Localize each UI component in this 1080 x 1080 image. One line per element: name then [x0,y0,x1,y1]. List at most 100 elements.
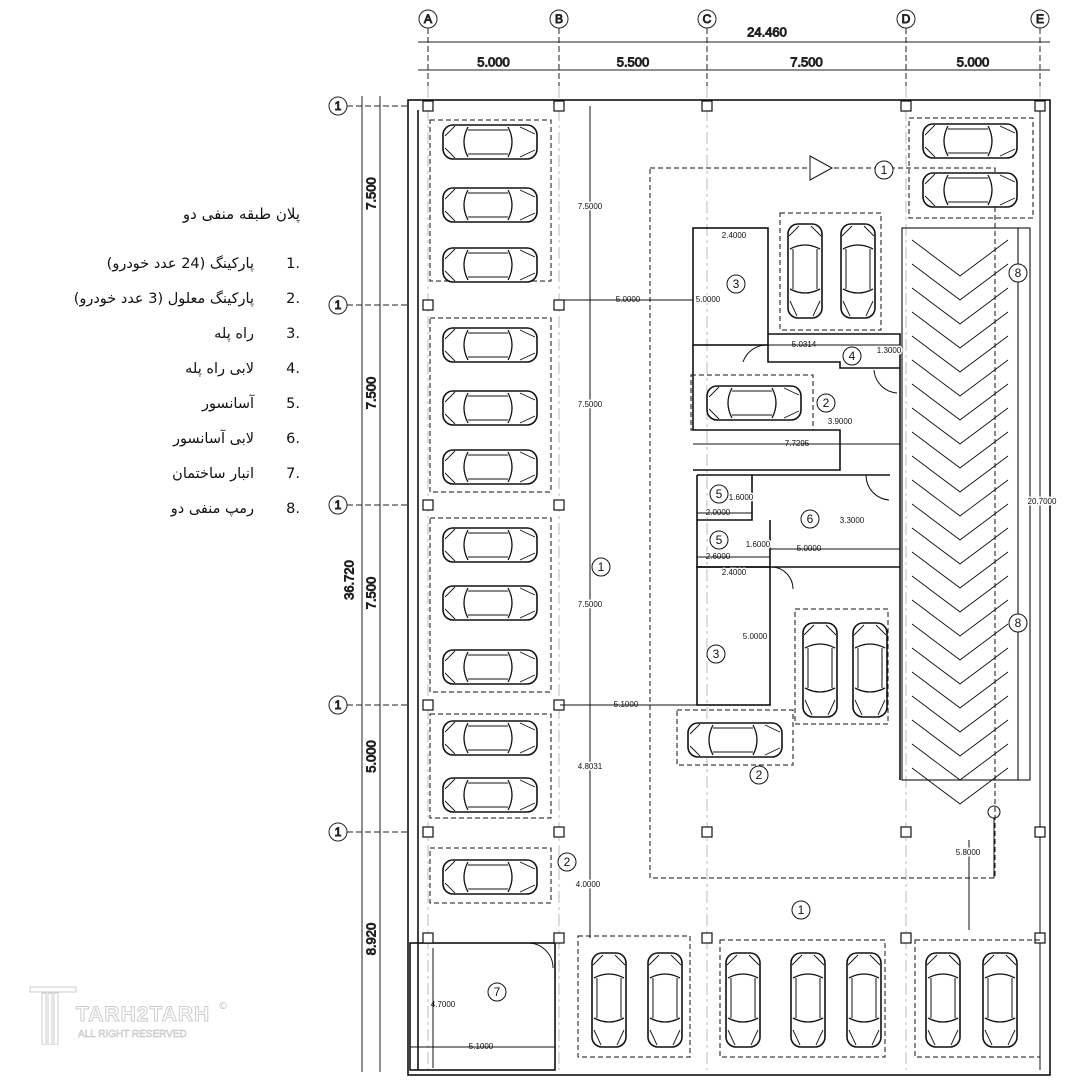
ramp-chevron [911,407,1009,445]
room-tag: 2 [816,393,836,413]
dimension-label: 1.6000 [746,540,771,549]
grid-column-label: D [902,12,911,26]
ramp-chevron [911,311,1009,349]
car-body [591,952,627,1048]
dimension-label: 1.6000 [729,493,754,502]
car-detail [444,450,536,484]
car-body [442,449,538,485]
door [527,942,554,969]
structural-column [900,100,912,112]
structural-column [553,826,565,838]
legend-num: 2. [286,291,300,307]
car-body [982,952,1018,1048]
car-icon [852,622,888,718]
legend-num: 7. [286,466,300,482]
car-detail [853,624,887,716]
car-icon [687,722,783,758]
room-tag-circle [591,557,611,577]
car-detail [444,248,536,282]
column-spacing-label: 5.000 [477,54,510,69]
door [873,369,898,394]
car-detail [708,386,800,420]
grid-row-label: 1 [335,298,342,312]
column-spacing-label: 5.000 [957,54,990,69]
room-tag: 1 [591,557,611,577]
ramp-chevron [911,695,1009,733]
car-window [804,643,836,693]
row-spacing-label: 8.920 [363,923,378,956]
door [772,566,794,590]
legend-item: 3.راه پله [74,317,300,352]
wall [767,345,900,369]
room-tag: 1 [791,900,811,920]
legend-text: راه پله [214,326,254,342]
car-icon [442,649,538,685]
car-window [463,189,513,221]
car-body [852,622,888,718]
car-window [727,973,759,1023]
car-icon [442,720,538,756]
car-detail [444,860,536,894]
drain-icon [987,805,1001,819]
room-tag-circle [874,160,894,180]
room-tag-circle [1008,263,1028,283]
parking-zone [914,939,1041,1058]
door [865,474,890,501]
car-icon [802,622,838,718]
structural-column [422,499,434,511]
structural-column [553,299,565,311]
dimension-label: 7.5000 [578,600,603,609]
structural-column [1034,100,1046,112]
parking-zone [429,713,552,819]
storage-room [409,942,556,1071]
car-icon [840,223,876,319]
legend-title: پلان طبقه منفی دو [182,205,300,223]
row-spacing-label: 5.000 [363,740,378,773]
legend-text: رمپ منفی دو [170,501,254,517]
legend-text: پارکینگ معلول (3 عدد خودرو) [73,291,254,307]
room-tag-number: 1 [798,903,805,917]
room-tag: 3 [706,644,726,664]
ramp-chevron [911,239,1009,277]
grid-row-label: 1 [335,698,342,712]
car-body [442,859,538,895]
dimension-label: 5.0000 [743,632,768,641]
car-window [927,973,959,1023]
room-tag: 3 [726,274,746,294]
ramp-chevron [911,359,1009,397]
ramp-chevron [911,671,1009,709]
car-icon [846,952,882,1048]
car-icon [442,585,538,621]
ramp-chevron [911,743,1009,781]
car-detail [648,954,682,1046]
dimension-label: 20.7000 [1028,497,1057,506]
car-window [463,126,513,158]
car-window [463,722,513,754]
ramp-chevron [911,287,1009,325]
car-detail [444,778,536,812]
ramp-chevron [911,431,1009,469]
room-tag-circle [557,852,577,872]
ramp-chevron [911,527,1009,565]
car-detail [444,650,536,684]
room-tag-number: 5 [716,533,723,547]
room-tag-number: 8 [1015,616,1022,630]
room-tag-number: 6 [807,512,814,526]
car-body [442,777,538,813]
legend-text: آسانسور [201,396,254,412]
ramp-chevron [911,767,1009,805]
structural-column [422,932,434,944]
room-tag-circle [487,982,507,1002]
legend-num: 5. [286,396,300,412]
overall-width-label: 24.460 [747,24,787,39]
overall-depth-label: 36.720 [341,560,356,600]
dimension-label: 5.0000 [696,295,721,304]
car-window [463,249,513,281]
car-body [442,124,538,160]
car-icon [725,952,761,1048]
car-window [463,779,513,811]
cars [442,123,1018,1048]
room-tag-number: 8 [1015,266,1022,280]
car-body [840,223,876,319]
